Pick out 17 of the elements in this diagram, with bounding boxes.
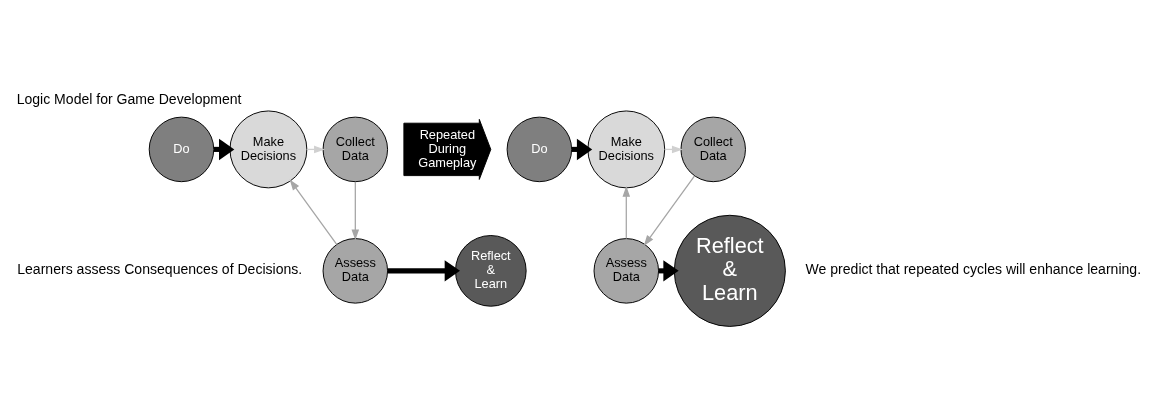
arrow (387, 259, 460, 282)
arrow (622, 185, 631, 239)
arrow (289, 178, 338, 245)
arrow (351, 180, 360, 240)
label: Learners assess Consequences of Decisions. (17, 260, 303, 277)
node-circle: Reflect & Learn (673, 214, 786, 327)
node-circle: Assess Data (593, 237, 660, 304)
node-circle: Do (506, 116, 573, 182)
diagram-title: Logic Model for Game Development (16, 90, 242, 107)
node-circle: Reflect & Learn (454, 234, 527, 307)
arrow (643, 174, 696, 246)
node-circle: Assess Data (322, 237, 389, 304)
node-circle: Collect Data (680, 116, 746, 182)
node-circle: Do (148, 116, 215, 182)
node-circle: Collect Data (322, 116, 389, 182)
node-circle: Make Decisions (587, 109, 666, 188)
label: We predict that repeated cycles will enhance learning. (805, 260, 1142, 277)
